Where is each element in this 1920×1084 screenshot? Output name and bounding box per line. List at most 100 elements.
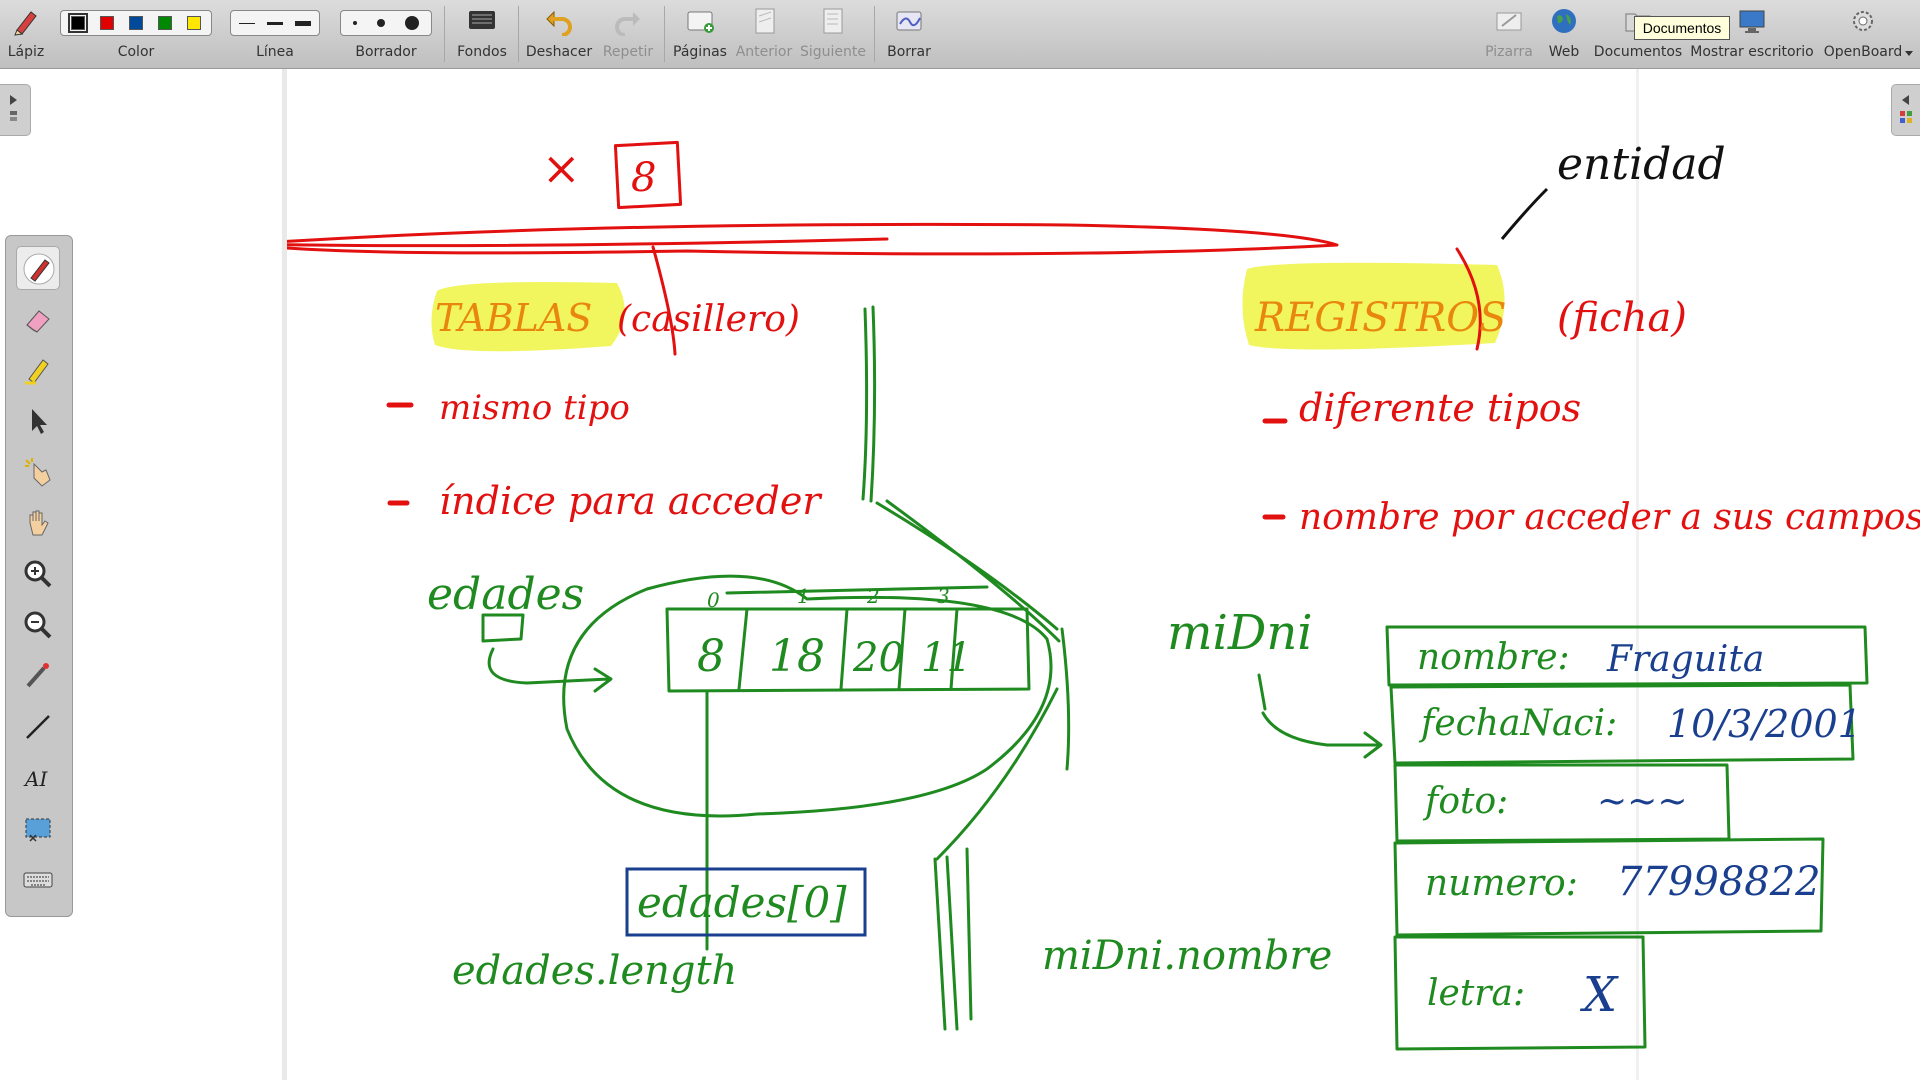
capture-tool[interactable] (16, 807, 60, 851)
clear-board-icon (896, 11, 922, 31)
keyboard-icon (23, 872, 53, 888)
field-label-nombre: nombre: (1417, 637, 1570, 678)
undo-button[interactable]: Deshacer (524, 0, 594, 68)
undo-label: Deshacer (525, 44, 593, 60)
color-swatch-yellow[interactable] (187, 16, 202, 30)
undo-icon (546, 10, 572, 36)
zoom-in-icon (24, 560, 52, 588)
color-swatch-red[interactable] (99, 16, 114, 30)
next-page-button[interactable]: Siguiente (798, 0, 868, 68)
gear-icon (1853, 11, 1873, 31)
line-thick-option[interactable] (295, 20, 311, 26)
highlighter-tool[interactable] (16, 348, 60, 392)
eraser-size-picker[interactable]: Borrador (338, 0, 434, 68)
note-midni-nombre: miDni.nombre (1042, 933, 1332, 979)
note-left-item2: índice para acceder (439, 479, 823, 523)
pencil-icon (14, 11, 37, 36)
note-tables: TABLAS (435, 296, 592, 340)
globe-icon (1552, 9, 1576, 33)
eraser-label: Borrador (355, 44, 417, 60)
divider-diag-stroke (875, 499, 1061, 643)
eraser-size-options[interactable] (340, 10, 432, 36)
previous-page-button[interactable]: Anterior (732, 0, 796, 68)
note-edades0: edades[0] (637, 878, 847, 927)
openboard-menu-button[interactable]: OpenBoard (1818, 0, 1908, 68)
line-width-options[interactable] (230, 10, 320, 36)
library-panel-toggle[interactable] (1891, 84, 1920, 136)
whiteboard-canvas[interactable]: × 8 TABLAS (casillero) REGISTROS (ficha)… (245, 69, 1920, 1080)
index-label-1: 1 (797, 584, 810, 608)
hand-tool[interactable] (16, 501, 60, 545)
line-thin-option[interactable] (239, 22, 255, 24)
color-palette[interactable] (60, 10, 212, 36)
green-strokes (481, 305, 1869, 1051)
field-value-numero: 77998822 (1617, 859, 1821, 905)
color-picker[interactable]: Color (58, 0, 214, 68)
library-icon (1900, 95, 1912, 123)
arrow-cursor-icon (32, 409, 47, 434)
note-tables-paren: (casillero) (617, 299, 800, 340)
line-width-picker[interactable]: Línea (228, 0, 322, 68)
show-desktop-button[interactable]: Mostrar escritorio (1690, 0, 1814, 68)
color-swatch-blue[interactable] (128, 16, 143, 30)
eraser-medium-option[interactable] (377, 19, 385, 27)
stylus-palette: AI (5, 235, 73, 917)
show-desktop-label: Mostrar escritorio (1690, 44, 1814, 60)
new-page-icon (687, 11, 714, 33)
eraser-small-option[interactable] (353, 21, 357, 25)
board-icon (1496, 12, 1522, 31)
eraser-large-option[interactable] (405, 16, 419, 30)
zoom-out-tool[interactable] (16, 603, 60, 647)
backgrounds-button[interactable]: Fondos (452, 0, 512, 68)
selector-tool[interactable] (16, 399, 60, 443)
chevron-down-icon[interactable] (1904, 50, 1914, 58)
red-notes: × 8 TABLAS (casillero) REGISTROS (ficha)… (435, 141, 1920, 538)
divider-lower-stroke (935, 627, 1071, 861)
note-midni: miDni (1167, 605, 1313, 661)
field-value-fecha: 10/3/2001 (1667, 702, 1862, 746)
pen-icon (23, 253, 55, 285)
pencil-label: Lápiz (7, 44, 45, 60)
zoom-out-icon (24, 611, 52, 639)
web-mode-button[interactable]: Web (1542, 0, 1586, 68)
color-swatch-green[interactable] (158, 16, 173, 30)
clear-button[interactable]: Borrar (880, 0, 938, 68)
note-registers-paren: (ficha) (1557, 295, 1687, 341)
red-strokes (245, 140, 1482, 520)
index-underline-stroke (725, 585, 989, 595)
zoom-in-tool[interactable] (16, 552, 60, 596)
registers-paren-stroke (1455, 247, 1482, 351)
eraser-tool[interactable] (16, 297, 60, 341)
toolbar-separator (664, 6, 665, 62)
array-value-3: 11 (921, 635, 972, 681)
laser-pointer-tool[interactable] (16, 654, 60, 698)
text-tool[interactable]: AI (16, 756, 60, 800)
main-toolbar: Lápiz Color Línea Borrador (0, 0, 1920, 69)
board-mode-button[interactable]: Pizarra (1480, 0, 1538, 68)
screen-capture-icon (25, 818, 51, 842)
pages-panel-toggle[interactable] (0, 84, 31, 136)
edades0-box-stroke (625, 867, 867, 937)
field-value-foto: ~~~ (1597, 781, 1688, 822)
array-dividers-stroke (737, 607, 959, 691)
note-left-item1: mismo tipo (439, 388, 630, 428)
virtual-keyboard-tool[interactable] (16, 858, 60, 902)
note-registers: REGISTROS (1254, 295, 1506, 341)
pencil-button[interactable]: Lápiz (4, 0, 48, 68)
color-swatch-black[interactable] (67, 13, 88, 33)
page-edge-right (1636, 69, 1639, 1080)
title-underline-stroke (245, 222, 1339, 256)
index-label-0: 0 (707, 588, 720, 612)
previous-label: Anterior (735, 44, 793, 60)
pen-tool[interactable] (16, 246, 60, 290)
pages-button[interactable]: Páginas (670, 0, 730, 68)
top-box-stroke (613, 140, 683, 210)
ink-layer[interactable]: × 8 TABLAS (casillero) REGISTROS (ficha)… (245, 69, 1920, 1080)
line-medium-option[interactable] (267, 21, 283, 25)
midni-arrow-stroke (1257, 673, 1383, 759)
interactive-tool[interactable] (16, 450, 60, 494)
line-tool[interactable] (16, 705, 60, 749)
redo-button[interactable]: Repetir (596, 0, 660, 68)
page-edge-left (282, 69, 287, 1080)
documents-tooltip: Documentos (1634, 16, 1730, 40)
